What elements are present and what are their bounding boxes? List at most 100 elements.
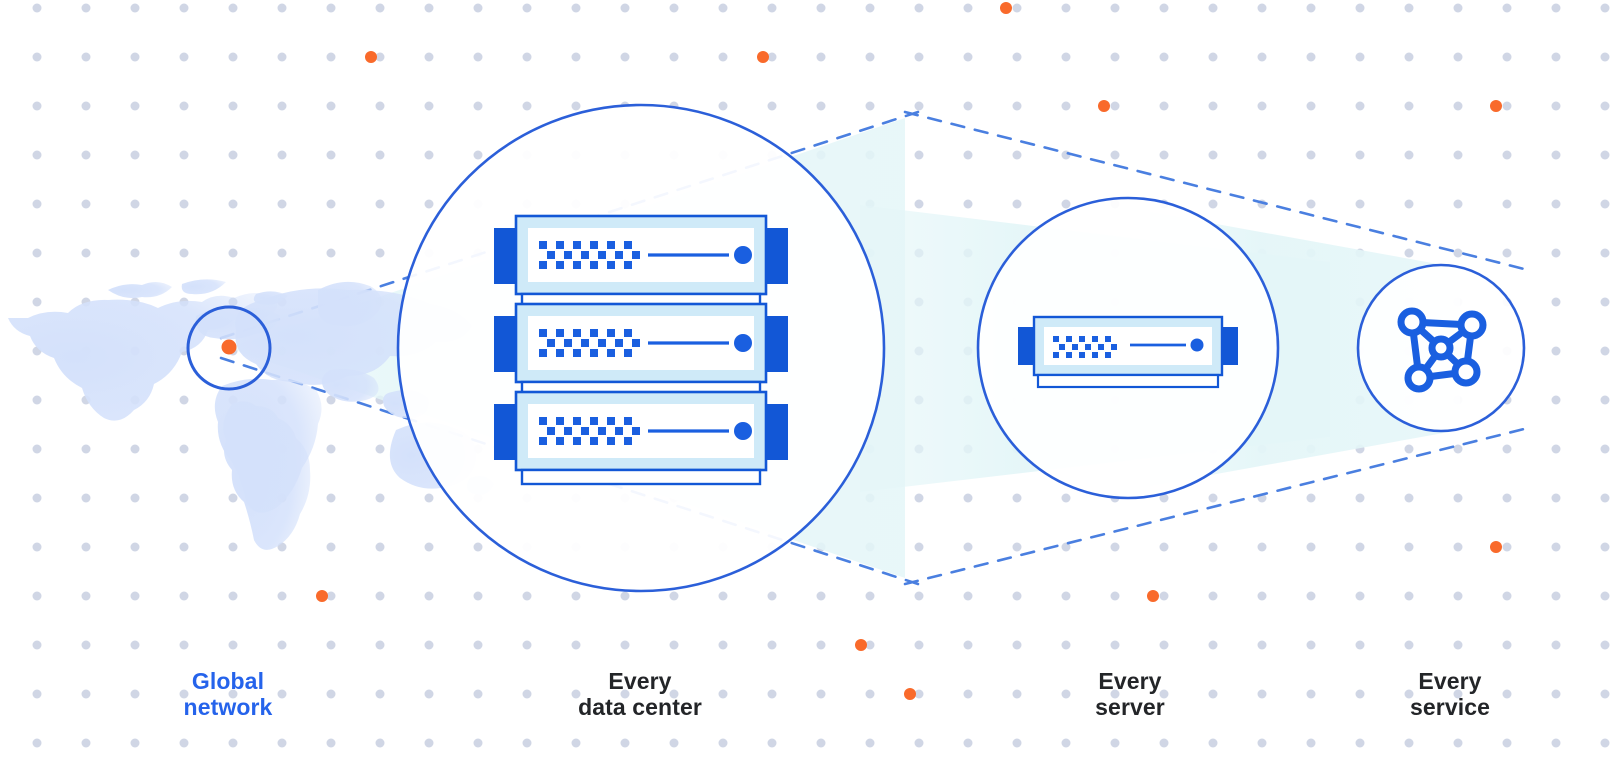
grid-dot xyxy=(424,591,434,601)
grid-dot xyxy=(1012,689,1022,699)
grid-dot xyxy=(277,591,287,601)
stage-label-server: Every server xyxy=(1095,668,1165,720)
grid-dot xyxy=(424,493,434,503)
grid-dot xyxy=(130,542,140,552)
grid-dot xyxy=(32,3,42,13)
grid-dot xyxy=(1404,150,1414,160)
grid-dot xyxy=(81,150,91,160)
grid-dot xyxy=(1600,493,1610,503)
grid-dot xyxy=(32,395,42,405)
accent-dot xyxy=(1490,541,1502,553)
grid-dot xyxy=(914,689,924,699)
accent-dot xyxy=(855,639,867,651)
grid-dot xyxy=(375,542,385,552)
grid-dot xyxy=(1306,591,1316,601)
grid-dot xyxy=(669,689,679,699)
grid-dot xyxy=(375,738,385,748)
grid-dot xyxy=(130,52,140,62)
stage-label-data-center: Every data center xyxy=(578,668,702,720)
grid-dot xyxy=(424,542,434,552)
grid-dot xyxy=(1600,591,1610,601)
grid-dot xyxy=(424,689,434,699)
grid-dot xyxy=(424,738,434,748)
grid-dot xyxy=(1453,493,1463,503)
grid-dot xyxy=(326,493,336,503)
grid-dot xyxy=(326,689,336,699)
grid-dot xyxy=(1257,101,1267,111)
accent-dot xyxy=(316,590,328,602)
grid-dot xyxy=(718,738,728,748)
grid-dot xyxy=(277,101,287,111)
grid-dot xyxy=(522,738,532,748)
grid-dot xyxy=(914,640,924,650)
grid-dot xyxy=(767,52,777,62)
grid-dot xyxy=(1551,444,1561,454)
grid-dot xyxy=(81,591,91,601)
grid-dot xyxy=(130,3,140,13)
grid-dot xyxy=(914,591,924,601)
grid-dot xyxy=(326,199,336,209)
grid-dot xyxy=(1551,738,1561,748)
grid-dot xyxy=(1453,150,1463,160)
grid-dot xyxy=(963,3,973,13)
grid-dot xyxy=(865,101,875,111)
grid-dot xyxy=(816,738,826,748)
grid-dot xyxy=(1257,591,1267,601)
grid-dot xyxy=(1551,640,1561,650)
grid-dot xyxy=(865,52,875,62)
grid-dot xyxy=(963,591,973,601)
grid-dot xyxy=(1453,444,1463,454)
grid-dot xyxy=(1600,542,1610,552)
grid-dot xyxy=(1012,591,1022,601)
grid-dot xyxy=(375,101,385,111)
grid-dot xyxy=(1404,738,1414,748)
accent-dot xyxy=(757,51,769,63)
grid-dot xyxy=(1551,101,1561,111)
grid-dot xyxy=(130,199,140,209)
grid-dot xyxy=(816,101,826,111)
grid-dot xyxy=(816,640,826,650)
grid-dot xyxy=(571,640,581,650)
grid-dot xyxy=(32,542,42,552)
globe-zoom-circle xyxy=(186,305,272,391)
grid-dot xyxy=(914,101,924,111)
grid-dot xyxy=(473,150,483,160)
grid-dot xyxy=(1404,248,1414,258)
grid-dot xyxy=(32,493,42,503)
grid-dot xyxy=(1453,640,1463,650)
grid-dot xyxy=(424,150,434,160)
grid-dot xyxy=(179,591,189,601)
grid-dot xyxy=(375,150,385,160)
grid-dot xyxy=(179,640,189,650)
grid-dot xyxy=(277,689,287,699)
grid-dot xyxy=(1502,591,1512,601)
grid-dot xyxy=(1110,738,1120,748)
grid-dot xyxy=(718,591,728,601)
grid-dot xyxy=(228,3,238,13)
grid-dot xyxy=(228,150,238,160)
grid-dot xyxy=(1600,52,1610,62)
grid-dot xyxy=(1453,542,1463,552)
grid-dot xyxy=(914,3,924,13)
grid-dot xyxy=(179,52,189,62)
grid-dot xyxy=(228,689,238,699)
grid-dot xyxy=(130,640,140,650)
grid-dot xyxy=(1502,444,1512,454)
grid-dot xyxy=(1306,199,1316,209)
server-unit xyxy=(494,390,788,472)
grid-dot xyxy=(522,640,532,650)
grid-dot xyxy=(1110,689,1120,699)
grid-dot xyxy=(1110,3,1120,13)
grid-dot xyxy=(767,689,777,699)
grid-dot xyxy=(767,591,777,601)
grid-dot xyxy=(81,3,91,13)
grid-dot xyxy=(1502,199,1512,209)
grid-dot xyxy=(963,199,973,209)
grid-dot xyxy=(1551,346,1561,356)
grid-dot xyxy=(375,199,385,209)
grid-dot xyxy=(1551,52,1561,62)
grid-dot xyxy=(32,199,42,209)
grid-dot xyxy=(1502,738,1512,748)
grid-dot xyxy=(179,3,189,13)
